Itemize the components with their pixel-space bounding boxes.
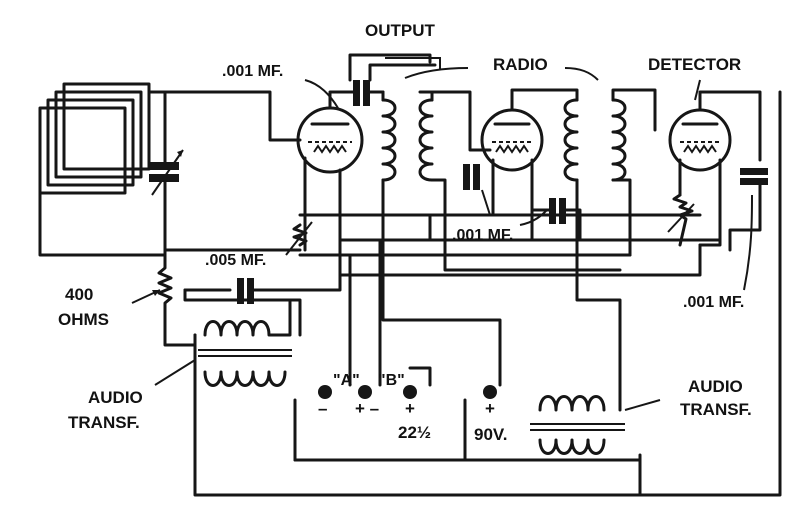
- a-plus-minus-sign: + –: [355, 399, 379, 418]
- audio-transf-left-line1: AUDIO: [88, 388, 143, 407]
- resistor-value-label: 400: [65, 285, 93, 304]
- resistor-unit-label: OHMS: [58, 310, 109, 329]
- detector-capacitor-label: .001 MF.: [683, 294, 744, 311]
- binding-post-a-minus-icon: [318, 385, 332, 399]
- battery-b-label: "B": [378, 372, 405, 389]
- rheostat-icon: [285, 193, 695, 256]
- binding-posts: [318, 385, 497, 399]
- radio-transformer-1-icon: [381, 90, 622, 387]
- audio-transf-right-line2: TRANSF.: [680, 400, 752, 419]
- binding-post-b-90-icon: [483, 385, 497, 399]
- binding-post-a-plus-icon: [358, 385, 372, 399]
- radio-transformer-2-icon: [558, 88, 657, 412]
- bus-wires: [193, 90, 782, 497]
- b-voltage-label: 22½: [398, 423, 431, 442]
- high-plus-sign: +: [485, 399, 495, 418]
- grid-capacitor-icon: [183, 278, 327, 337]
- variable-capacitor-icon: [149, 90, 184, 260]
- audio-transf-left-line2: TRANSF.: [68, 413, 140, 432]
- vacuum-tube-1-icon: [296, 90, 364, 292]
- b-plus-sign: +: [405, 399, 415, 418]
- radio-label: RADIO: [493, 55, 548, 74]
- output-capacitor-label: .001 MF.: [222, 63, 283, 80]
- vacuum-tube-3-icon: [668, 90, 762, 247]
- detector-capacitor-icon: [728, 168, 768, 252]
- audio-transformer-right-icon: [530, 395, 625, 455]
- output-jack-icon: [348, 53, 441, 82]
- potentiometer-icon: [131, 248, 302, 347]
- output-capacitor-icon: [353, 80, 385, 106]
- grid-capacitor-label: .005 MF.: [205, 252, 266, 269]
- battery-a-label: "A": [333, 372, 360, 389]
- audio-transformer-left-icon: [198, 298, 292, 387]
- output-label: OUTPUT: [365, 21, 436, 40]
- loop-antenna-icon: [38, 82, 302, 257]
- radio2-capacitor-label: .001 MF.: [452, 227, 513, 244]
- a-minus-sign: –: [318, 399, 327, 418]
- vacuum-tube-2-icon: [480, 88, 562, 242]
- binding-post-b-22-icon: [403, 385, 417, 399]
- high-voltage-label: 90V.: [474, 425, 507, 444]
- detector-label: DETECTOR: [648, 55, 741, 74]
- audio-transf-right-line1: AUDIO: [688, 377, 743, 396]
- annotation-arrows: [154, 67, 753, 411]
